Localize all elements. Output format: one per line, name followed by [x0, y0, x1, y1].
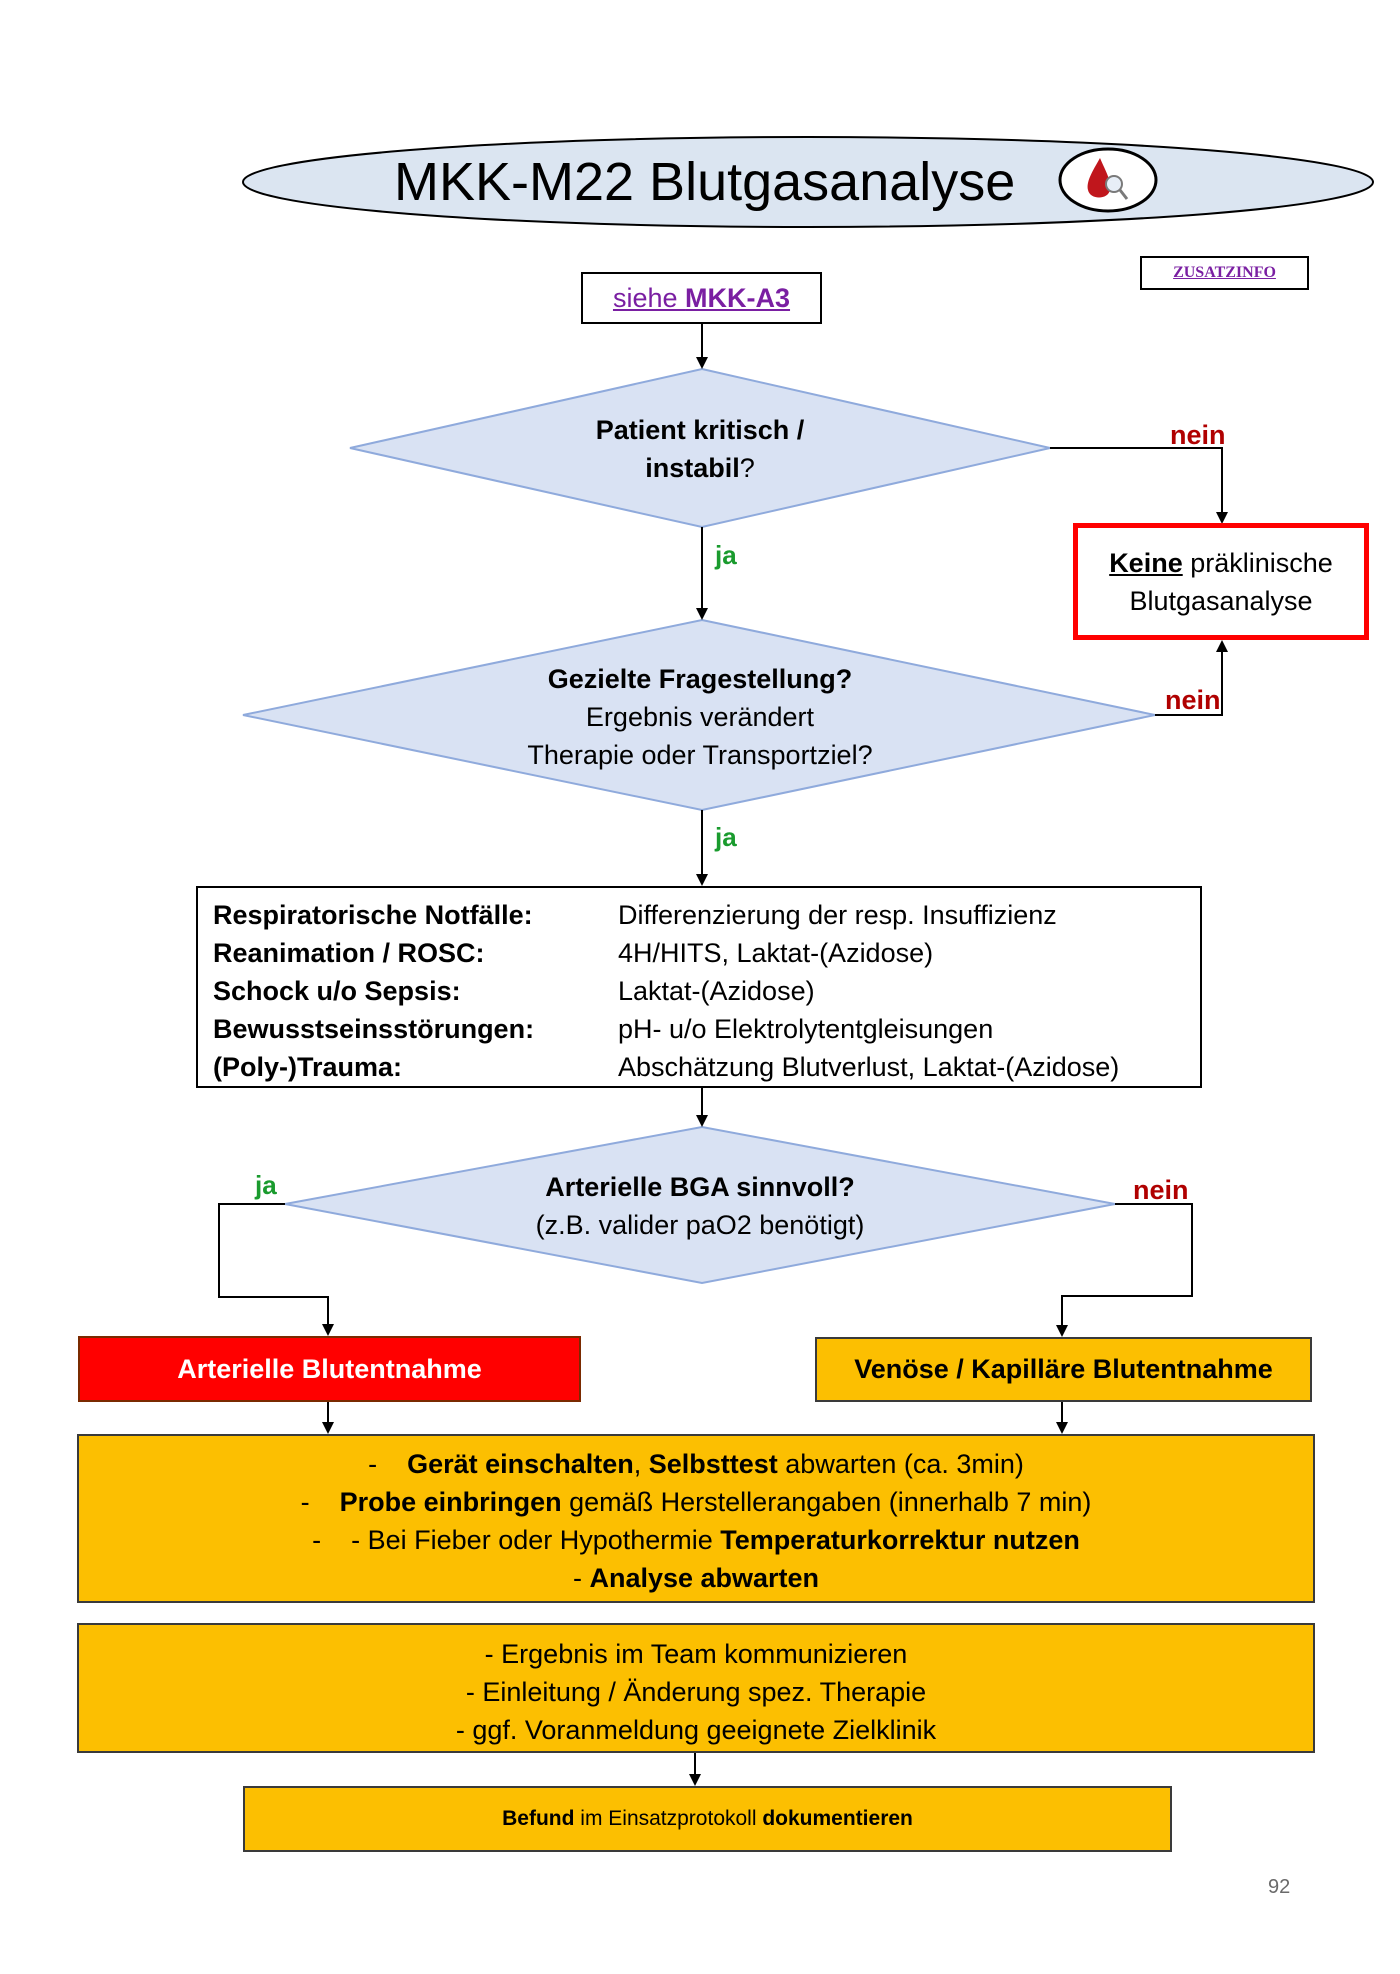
indication-row: (Poly-)Trauma:Abschätzung Blutverlust, L… [213, 1052, 1120, 1082]
results-line: - ggf. Voranmeldung geeignete Zielklinik [455, 1715, 937, 1745]
document-box: Befund im Einsatzprotokoll dokumentieren [243, 1786, 1172, 1852]
document-dokumentieren: dokumentieren [762, 1807, 913, 1830]
procedure-line2: - Probe einbringen gemäß Herstellerangab… [300, 1487, 1092, 1517]
decision-question-text: Gezielte Fragestellung? Ergebnis verände… [450, 660, 950, 774]
label-ja-2: ja [715, 822, 737, 852]
procedure-line4: - Analyse abwarten [572, 1563, 820, 1593]
decision-question-line2: Ergebnis verändert [585, 702, 815, 732]
decision-critical-line2: instabil? [645, 453, 755, 483]
decision-diamond-arterial [284, 1125, 1116, 1285]
decision-question-line3: Therapie oder Transportziel? [527, 740, 873, 770]
no-bga-box: Keine präklinische Blutgasanalyse [1073, 523, 1369, 640]
decision-critical-line1: Patient kritisch / [595, 415, 805, 445]
no-bga-line1: Keine präklinische [1109, 548, 1333, 578]
page-number: 92 [1268, 1876, 1291, 1898]
procedure-line3: - - Bei Fieber oder Hypothermie Temperat… [312, 1525, 1080, 1555]
document-befund: Befund [502, 1807, 575, 1830]
decision-arterial-line2: (z.B. valider paO2 benötigt) [535, 1210, 865, 1240]
arterial-sampling-box: Arterielle Blutentnahme [78, 1336, 581, 1402]
label-nein-1: nein [1170, 420, 1226, 450]
results-line: - Einleitung / Änderung spez. Therapie [465, 1677, 927, 1707]
zusatzinfo-label: ZUSATZINFO [1173, 264, 1276, 281]
procedure-line1: - Gerät einschalten, Selbsttest abwarten… [368, 1449, 1024, 1479]
indication-row: Respiratorische Notfälle:Differenzierung… [213, 900, 1057, 930]
label-ja-3: ja [255, 1170, 277, 1200]
page-title: MKK-M22 Blutgasanalyse [394, 152, 1016, 212]
results-box: - Ergebnis im Team kommunizieren - Einle… [77, 1623, 1315, 1753]
procedure-box: - Gerät einschalten, Selbsttest abwarten… [77, 1434, 1315, 1603]
zusatzinfo-link[interactable]: ZUSATZINFO [1140, 256, 1309, 290]
label-nein-3: nein [1133, 1175, 1189, 1205]
indication-row: Bewusstseinsstörungen:pH- u/o Elektrolyt… [213, 1014, 994, 1044]
decision-arterial-line1: Arterielle BGA sinnvoll? [545, 1172, 855, 1202]
reference-prefix: siehe [612, 283, 686, 313]
indication-row: Schock u/o Sepsis:Laktat-(Azidose) [213, 976, 815, 1006]
results-line: - Ergebnis im Team kommunizieren [484, 1639, 908, 1669]
indications-box: Respiratorische Notfälle:Differenzierung… [196, 886, 1202, 1088]
decision-arterial-text: Arterielle BGA sinnvoll? (z.B. valider p… [450, 1168, 950, 1244]
decision-critical-text: Patient kritisch / instabil? [500, 411, 900, 487]
reference-box[interactable]: siehe MKK-A3 [581, 272, 822, 324]
venous-sampling-box: Venöse / Kapilläre Blutentnahme [815, 1337, 1312, 1402]
document-mid: im Einsatzprotokoll [574, 1807, 763, 1830]
label-nein-2: nein [1165, 685, 1221, 715]
no-bga-line2: Blutgasanalyse [1129, 586, 1313, 616]
decision-question-line1: Gezielte Fragestellung? [547, 664, 853, 694]
indication-row: Reanimation / ROSC:4H/HITS, Laktat-(Azid… [213, 938, 934, 968]
blood-drop-icon [1058, 147, 1158, 213]
label-ja-1: ja [715, 540, 737, 570]
connectors [218, 324, 1228, 1786]
reference-link[interactable]: MKK-A3 [685, 283, 791, 313]
